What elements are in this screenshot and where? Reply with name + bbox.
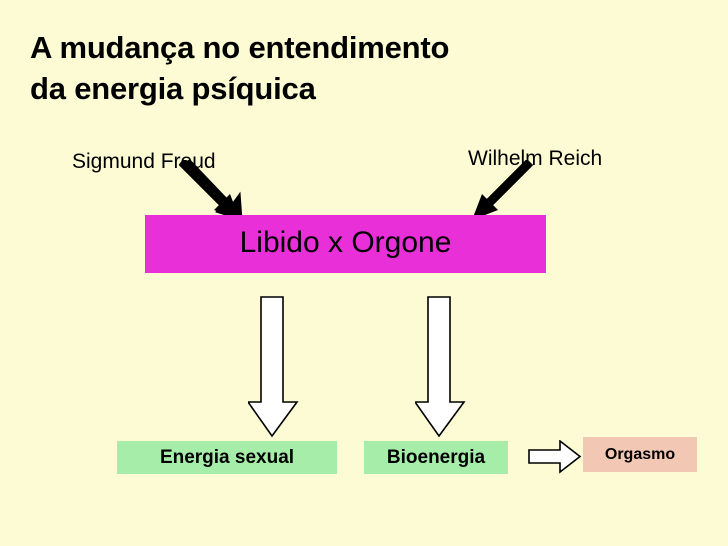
page-title: A mudança no entendimento da energia psí…: [30, 30, 450, 106]
block-arrow-down-energia-sexual-icon: [248, 296, 299, 438]
label-wilhelm-reich: Wilhelm Reich: [468, 147, 603, 170]
box-libido-orgone: Libido x Orgone: [145, 215, 546, 273]
box-orgasmo: Orgasmo: [583, 437, 697, 472]
block-arrow-down-bioenergia-icon: [415, 296, 466, 438]
box-bioenergia: Bioenergia: [364, 441, 508, 474]
arrow-freud-to-libido-icon: [178, 160, 243, 221]
block-arrow-right-orgasmo-icon: [528, 440, 582, 474]
box-libido-orgone-label: Libido x Orgone: [239, 226, 452, 259]
box-energia-sexual: Energia sexual: [117, 441, 337, 474]
label-sigmund-freud: Sigmund Freud: [72, 150, 216, 173]
arrow-reich-to-libido-icon: [472, 160, 534, 220]
box-energia-sexual-label: Energia sexual: [159, 447, 295, 468]
box-orgasmo-label: Orgasmo: [604, 445, 676, 463]
box-bioenergia-label: Bioenergia: [386, 447, 486, 468]
